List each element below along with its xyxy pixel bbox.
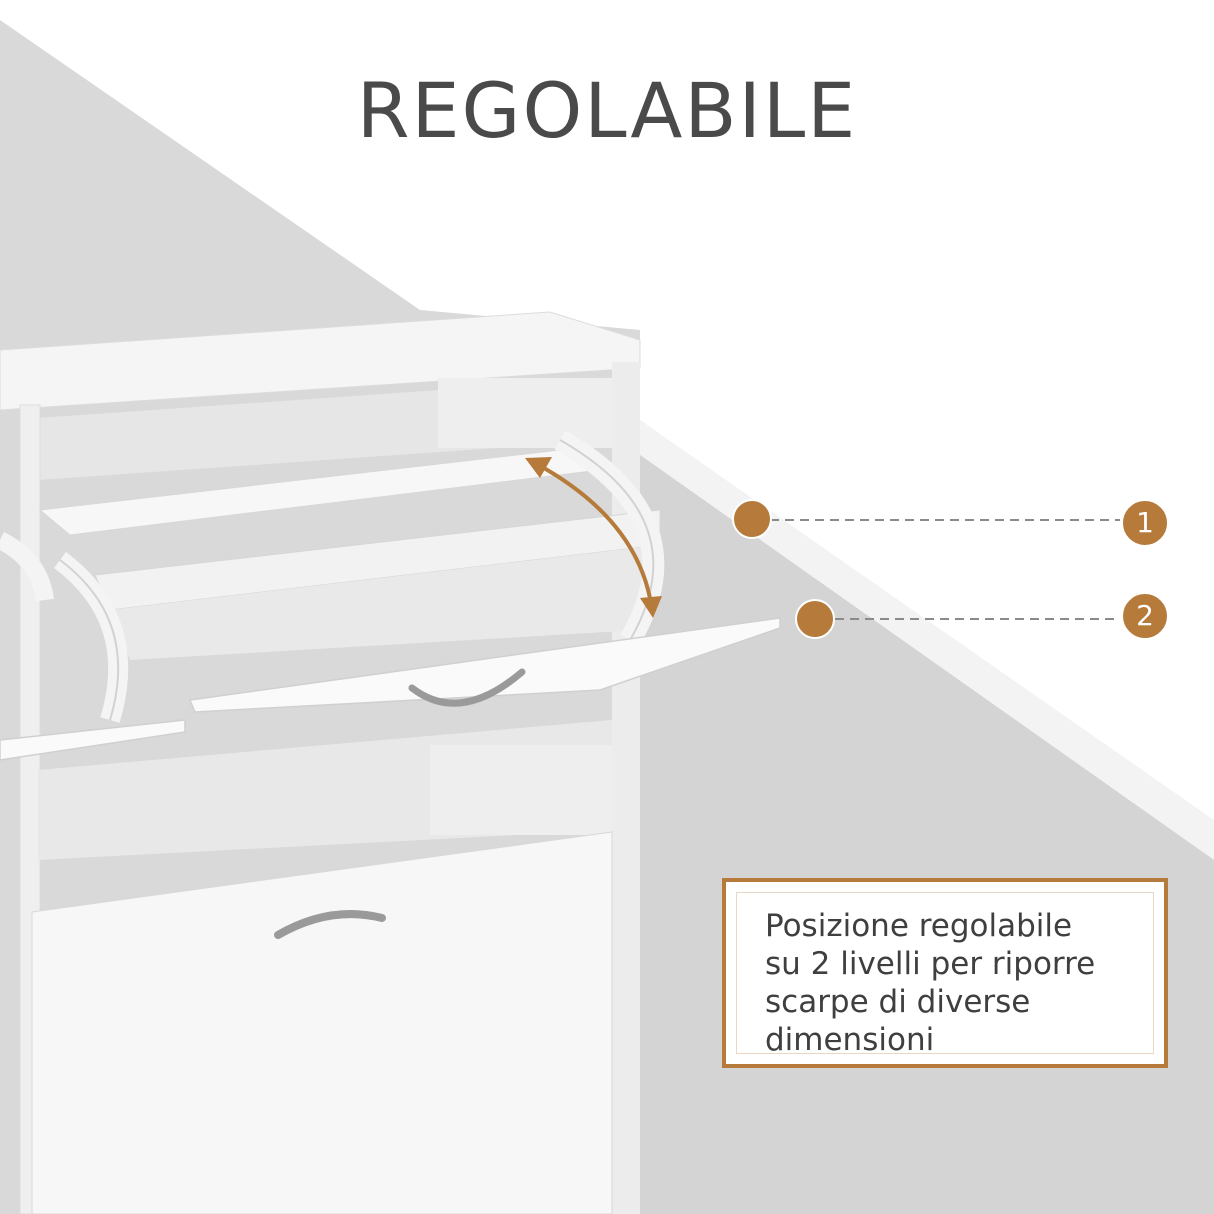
shoe-cabinet [0, 311, 781, 1214]
callout-leader-1 [732, 499, 1120, 539]
callout-dot-2 [795, 599, 835, 639]
hinge-arc-left-edge [59, 559, 120, 721]
page-title: REGOLABILE [356, 66, 858, 155]
description-box: Posizione regolabile su 2 livelli per ri… [722, 878, 1168, 1068]
white-diagonal-band [640, 420, 1214, 860]
callout-badge-2: 2 [1121, 592, 1169, 640]
lower-drawer-front [31, 831, 613, 1214]
drawer-inner-back [110, 545, 660, 660]
cabinet-top [0, 311, 641, 411]
drawer-flap-open [188, 617, 781, 713]
callout-dot-1 [732, 499, 772, 539]
adjust-arrow [525, 457, 662, 618]
description-text: Posizione regolabile su 2 livelli per ri… [765, 908, 1096, 1058]
callout-badge-1: 1 [1121, 499, 1169, 547]
arrow-head-top [525, 457, 552, 478]
callout-leader-2 [795, 599, 1120, 639]
arrow-curve [534, 461, 654, 611]
arrow-head-bottom [640, 596, 662, 618]
upper-back [438, 378, 612, 448]
lower-back [430, 745, 612, 835]
hinge-arc-right-edge [559, 439, 655, 641]
description-box-inner: Posizione regolabile su 2 livelli per ri… [736, 892, 1154, 1058]
flap-handle [408, 668, 526, 707]
lower-drawer-handle [274, 910, 386, 939]
drawer-flap-left [0, 719, 186, 761]
hinge-arc-far-left [0, 531, 54, 602]
